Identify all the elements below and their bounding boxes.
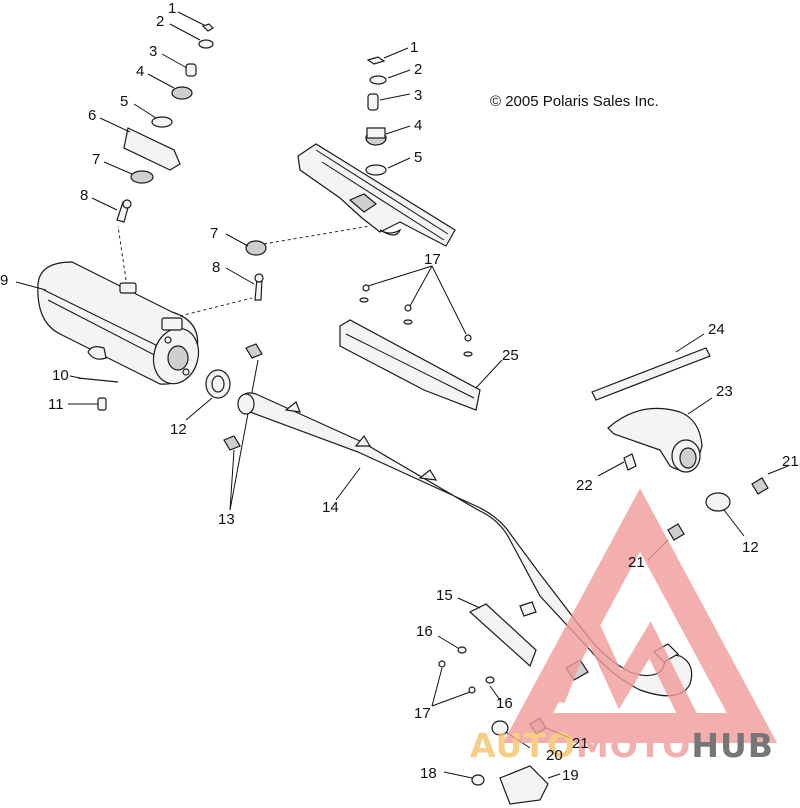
watermark-hub: HUB: [691, 726, 774, 765]
heat-shield-part: [339, 319, 503, 411]
callout-10: 10: [52, 367, 69, 384]
spring-ring-part: [151, 116, 173, 128]
callout-13: 13: [218, 511, 235, 528]
mount-bracket-part: [123, 127, 181, 171]
left-mount-hardware: [116, 23, 214, 223]
callout-4a: 4: [136, 63, 144, 80]
callout-9: 9: [0, 272, 8, 289]
grommet-part: [171, 86, 193, 100]
grommet-part-3: [245, 240, 267, 256]
callout-7b: 7: [210, 225, 218, 242]
callout-16b: 16: [496, 695, 513, 712]
callout-21a: 21: [782, 453, 799, 470]
plug-part: [97, 397, 107, 411]
grommet-part-2: [130, 170, 154, 184]
washer-part-3: [485, 676, 495, 684]
nut-part: [438, 660, 446, 668]
callout-8a: 8: [80, 187, 88, 204]
gasket-part-2: [705, 492, 731, 512]
spring-part: [77, 377, 119, 383]
callout-1a: 1: [168, 0, 176, 17]
callout-17b: 17: [414, 705, 431, 722]
copyright-notice: © 2005 Polaris Sales Inc.: [490, 93, 659, 110]
callout-17a: 17: [424, 251, 441, 268]
right-mount-hardware: [365, 56, 387, 176]
screen-gasket-part: [591, 333, 711, 401]
end-cap-part: [607, 397, 713, 473]
callout-3b: 3: [414, 87, 422, 104]
grommet-part-4: [491, 720, 509, 736]
callout-22: 22: [576, 477, 593, 494]
callout-21b: 21: [628, 554, 645, 571]
nut-part-2: [468, 686, 476, 694]
callout-15: 15: [436, 587, 453, 604]
watermark-auto: AUTO: [470, 726, 576, 765]
callout-7a: 7: [92, 151, 100, 168]
springs-part: [223, 343, 263, 511]
callout-labels: 1 2 3 4 5 6 7 8 9 10 11 12 13 1 2 3 4 5 …: [0, 0, 799, 784]
bracket-part: [499, 765, 549, 805]
left-stack-leaders: [91, 11, 205, 211]
callout-1b: 1: [410, 39, 418, 56]
muffler-part: [37, 261, 200, 385]
callout-12a: 12: [170, 421, 187, 438]
callout-2a: 2: [156, 13, 164, 30]
callout-14: 14: [322, 499, 339, 516]
callout-8b: 8: [212, 259, 220, 276]
callout-5b: 5: [414, 149, 422, 166]
frame-section: [297, 143, 456, 247]
callout-21c: 21: [572, 735, 589, 752]
washer-part-2: [457, 646, 467, 654]
callout-23: 23: [716, 383, 733, 400]
callout-16a: 16: [416, 623, 433, 640]
callout-2b: 2: [414, 61, 422, 78]
callout-25: 25: [502, 347, 519, 364]
right-stack-leaders: [379, 47, 411, 169]
nuts-part: [359, 265, 473, 357]
callout-24: 24: [708, 321, 725, 338]
spring-part-3: [667, 523, 685, 541]
automotohub-watermark: AUTOMOTOHUB: [470, 488, 778, 765]
lower-shield-part: [457, 597, 537, 668]
dash-muffler-mount: [179, 297, 253, 317]
callout-12b: 12: [742, 539, 759, 556]
svg-text:AUTOMOTOHUB: AUTOMOTOHUB: [470, 726, 774, 765]
callout-20: 20: [546, 747, 563, 764]
bolt-head-part: [122, 199, 132, 209]
callout-18: 18: [420, 765, 437, 782]
callout-11: 11: [48, 396, 64, 413]
callout-4b: 4: [414, 117, 422, 134]
callout-3a: 3: [149, 43, 157, 60]
cotter-pin-part: [201, 23, 214, 32]
callout-6: 6: [88, 107, 96, 124]
dash-muffler-bolt: [117, 225, 127, 281]
washer-part: [198, 39, 214, 49]
callout-5a: 5: [120, 93, 128, 110]
leader-9: [15, 281, 47, 291]
plug-part-2: [623, 453, 637, 471]
nut-part-3: [471, 774, 485, 786]
watermark-moto: MOTO: [576, 726, 691, 765]
callout-19: 19: [562, 767, 579, 784]
bushing-part: [185, 63, 197, 77]
spring-part-2: [751, 477, 769, 495]
